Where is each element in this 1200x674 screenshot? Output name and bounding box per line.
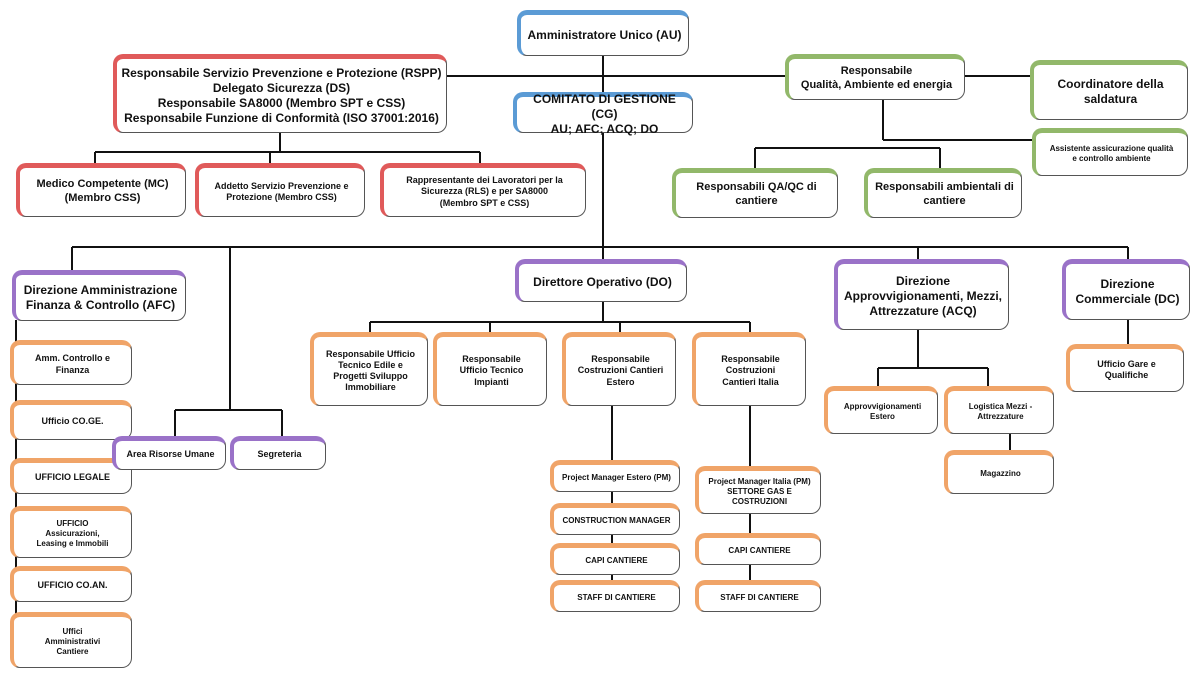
node-pm-italia: Project Manager Italia (PM) SETTORE GAS … [695, 466, 821, 514]
node-direzione-afc: Direzione Amministrazione Finanza & Cont… [12, 270, 186, 321]
node-medico-competente: Medico Competente (MC) (Membro CSS) [16, 163, 186, 217]
node-ufficio-legale: UFFICIO LEGALE [10, 458, 132, 494]
node-construction-manager: CONSTRUCTION MANAGER [550, 503, 680, 535]
node-capi-cantiere-italia: CAPI CANTIERE [695, 533, 821, 565]
node-ufficio-gare: Ufficio Gare e Qualifiche [1066, 344, 1184, 392]
node-staff-cantiere-italia: STAFF DI CANTIERE [695, 580, 821, 612]
node-rls: Rappresentante dei Lavoratori per la Sic… [380, 163, 586, 217]
node-ufficio-coge: Ufficio CO.GE. [10, 400, 132, 440]
node-costruzioni-estero: Responsabile Costruzioni Cantieri Estero [562, 332, 676, 406]
node-amministratore-unico: Amministratore Unico (AU) [517, 10, 689, 56]
node-magazzino: Magazzino [944, 450, 1054, 494]
node-direttore-operativo: Direttore Operativo (DO) [515, 259, 687, 302]
node-qualita-ambiente: Responsabile Qualità, Ambiente ed energi… [785, 54, 965, 100]
node-assistente-qualita: Assistente assicurazione qualità e contr… [1032, 128, 1188, 176]
node-ufficio-coan: UFFICIO CO.AN. [10, 566, 132, 602]
node-segreteria: Segreteria [230, 436, 326, 470]
node-ufficio-tecnico-impianti: Responsabile Ufficio Tecnico Impianti [433, 332, 547, 406]
node-addetto-prevenzione: Addetto Servizio Prevenzione e Protezion… [195, 163, 365, 217]
node-pm-estero: Project Manager Estero (PM) [550, 460, 680, 492]
node-staff-cantiere-estero: STAFF DI CANTIERE [550, 580, 680, 612]
node-direzione-commerciale: Direzione Commerciale (DC) [1062, 259, 1190, 320]
node-logistica-mezzi: Logistica Mezzi - Attrezzature [944, 386, 1054, 434]
node-ufficio-assicurazioni: UFFICIO Assicurazioni, Leasing e Immobil… [10, 506, 132, 558]
node-rspp: Responsabile Servizio Prevenzione e Prot… [113, 54, 447, 133]
node-comitato-gestione: COMITATO DI GESTIONE (CG) AU; AFC; ACQ; … [513, 92, 693, 136]
node-uffici-amministrativi: Uffici Amministrativi Cantiere [10, 612, 132, 668]
node-responsabili-ambientali: Responsabili ambientali di cantiere [864, 168, 1022, 218]
node-capi-cantiere-estero: CAPI CANTIERE [550, 543, 680, 575]
node-costruzioni-italia: Responsabile Costruzioni Cantieri Italia [692, 332, 806, 406]
node-approvvigionamenti-estero: Approvvigionamenti Estero [824, 386, 938, 434]
node-amm-controllo-finanza: Amm. Controllo e Finanza [10, 340, 132, 385]
node-ufficio-tecnico-edile: Responsabile Ufficio Tecnico Edile e Pro… [310, 332, 428, 406]
node-responsabili-qaqc: Responsabili QA/QC di cantiere [672, 168, 838, 218]
node-area-risorse-umane: Area Risorse Umane [112, 436, 226, 470]
node-coordinatore-saldatura: Coordinatore della saldatura [1030, 60, 1188, 120]
node-direzione-acq: Direzione Approvvigionamenti, Mezzi, Att… [834, 259, 1009, 330]
